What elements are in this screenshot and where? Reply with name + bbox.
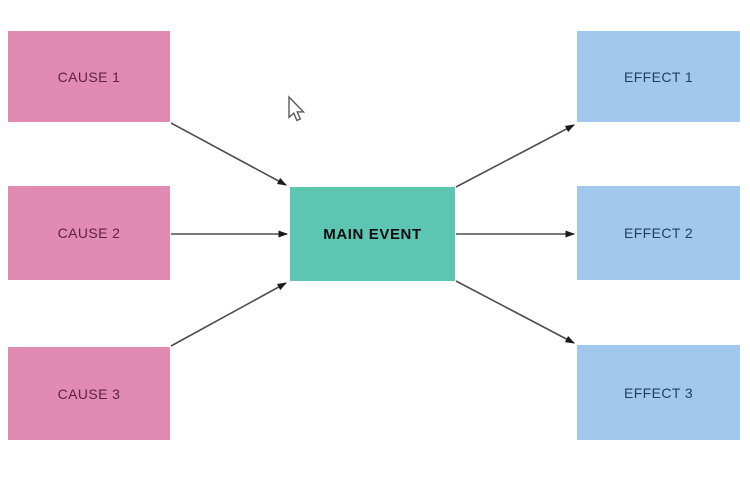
node-main-event-label: MAIN EVENT	[323, 225, 422, 243]
node-effect-3[interactable]: EFFECT 3	[577, 345, 740, 440]
node-effect-1[interactable]: EFFECT 1	[577, 31, 740, 122]
node-cause-1[interactable]: CAUSE 1	[8, 31, 170, 122]
edge-main-to-effect1[interactable]	[455, 124, 575, 188]
node-cause-3[interactable]: CAUSE 3	[8, 347, 170, 440]
node-effect-1-label: EFFECT 1	[623, 68, 694, 85]
node-cause-1-label: CAUSE 1	[57, 68, 121, 85]
edge-cause3-to-main[interactable]	[170, 282, 287, 347]
edge-main-to-effect3[interactable]	[455, 280, 575, 344]
node-cause-3-label: CAUSE 3	[57, 385, 121, 402]
node-effect-2[interactable]: EFFECT 2	[577, 186, 740, 280]
mouse-cursor-icon	[288, 95, 306, 122]
node-main-event[interactable]: MAIN EVENT	[290, 187, 455, 281]
node-cause-2[interactable]: CAUSE 2	[8, 186, 170, 280]
node-effect-2-label: EFFECT 2	[623, 225, 694, 241]
node-cause-2-label: CAUSE 2	[57, 225, 121, 241]
node-effect-3-label: EFFECT 3	[623, 384, 694, 401]
edge-cause1-to-main[interactable]	[170, 122, 287, 186]
